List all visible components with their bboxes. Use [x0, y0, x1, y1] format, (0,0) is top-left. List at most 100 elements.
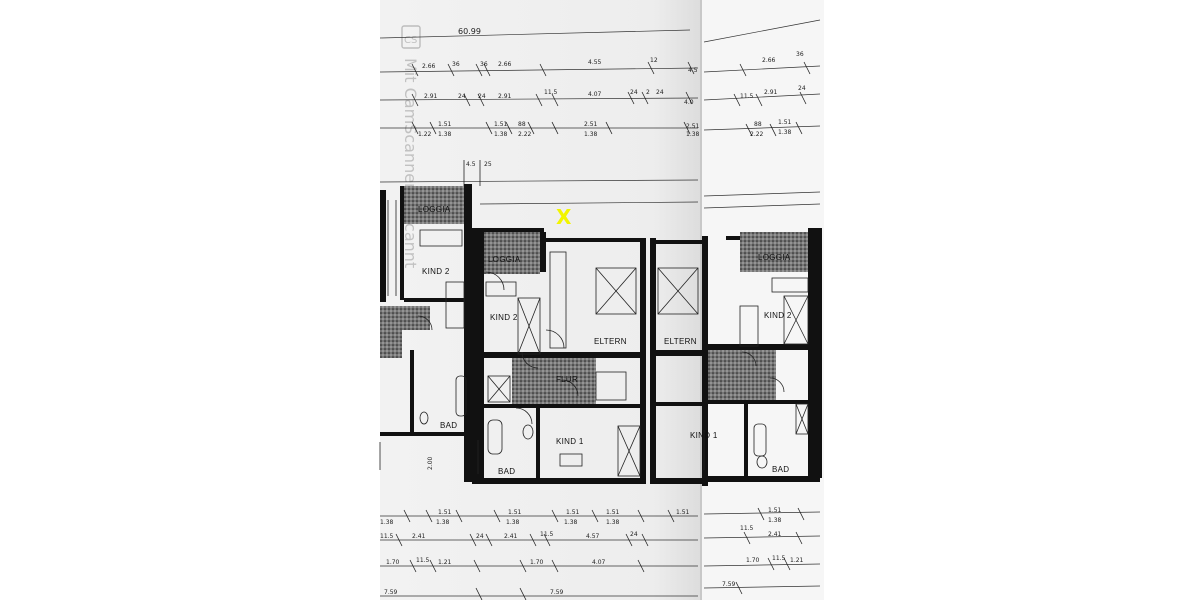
bathtub-right	[753, 423, 767, 457]
room-labels: LOGGIA LOGGIA LOGGIA KIND 2 KIND 2 KIND …	[418, 205, 792, 476]
dim-label: 2.91	[424, 93, 438, 100]
label-bad-left: BAD	[440, 421, 457, 430]
wall	[484, 478, 640, 484]
label-loggia-right: LOGGIA	[758, 253, 791, 262]
dim-label: 4.55	[588, 59, 602, 66]
dim-label: 11.5	[740, 93, 754, 100]
dim-label: 2.41	[412, 533, 426, 540]
dim-label: 2.66	[762, 57, 776, 64]
dim-label: 1.51	[778, 119, 792, 126]
dim-line-wall	[479, 201, 699, 205]
dim-label: 24	[630, 89, 638, 96]
dim-label: 1.22	[418, 131, 432, 138]
dim-label: 36	[480, 61, 488, 68]
dim-line-row1	[379, 67, 699, 73]
dim-label: 1.38	[686, 131, 700, 138]
door-swing	[485, 271, 505, 291]
dim-label: 1.51	[438, 121, 452, 128]
bathtub-left	[455, 375, 467, 417]
dim-label: 4.07	[592, 559, 606, 566]
dim-label: 2.91	[764, 89, 778, 96]
door-swing	[417, 315, 433, 331]
label-kind1-right: KIND 1	[690, 431, 718, 440]
wall	[380, 432, 464, 436]
dim-line-b1-right	[703, 511, 821, 515]
dim-label: 1.51	[768, 507, 782, 514]
dim-line-row4	[379, 179, 699, 183]
dim-label: 11.5	[540, 531, 554, 538]
dim-label: 1.51	[606, 509, 620, 516]
dim-label: 24	[458, 93, 466, 100]
loggia-center	[484, 232, 540, 274]
dim-label: 88	[754, 121, 762, 128]
dim-label: 1.38	[606, 519, 620, 526]
label-kind1-center: KIND 1	[556, 437, 584, 446]
dim-label: 1.21	[790, 557, 804, 564]
dim-label: 1.38	[778, 129, 792, 136]
bed	[419, 229, 463, 247]
dim-label: 2.51	[584, 121, 598, 128]
dim-label: 1.51	[566, 509, 580, 516]
dim-line-b2-right	[703, 535, 821, 539]
desk	[485, 281, 517, 297]
dim-label: 1.38	[494, 131, 508, 138]
interior-lines	[379, 200, 809, 477]
wall	[650, 238, 656, 484]
wall	[464, 184, 472, 482]
wall	[536, 408, 540, 478]
dim-label: 1.38	[438, 131, 452, 138]
loggia-right	[740, 232, 808, 272]
top-dimension-labels: 60.99 2.66 36 36 2.66 4.55 12 4.5 2.66 3…	[418, 27, 806, 168]
wall	[708, 476, 820, 482]
label-loggia-left: LOGGIA	[418, 205, 451, 214]
dim-label: 4.0	[684, 99, 694, 106]
wardrobe	[445, 281, 465, 329]
dim-label: 24	[798, 85, 806, 92]
dim-label: 24	[478, 93, 486, 100]
toilet-right	[756, 455, 768, 469]
wall	[546, 238, 642, 242]
dim-label: 4.57	[586, 533, 600, 540]
dim-label: 7.59	[550, 589, 564, 596]
floor-plan: LOGGIA LOGGIA LOGGIA KIND 2 KIND 2 KIND …	[379, 184, 822, 486]
wardrobe-right	[739, 305, 759, 347]
dim-left-vertical: 2.00	[427, 456, 434, 470]
dim-label: 11.5	[544, 89, 558, 96]
wall	[410, 350, 414, 434]
wall	[808, 228, 822, 478]
dim-label: 1.51	[676, 509, 690, 516]
dim-label: 2.66	[498, 61, 512, 68]
dim-label: 88	[518, 121, 526, 128]
watermark-badge: CS	[404, 35, 417, 46]
dim-label: 24	[476, 533, 484, 540]
yellow-x-marker: X	[556, 205, 572, 229]
hatched-zones	[380, 186, 808, 404]
dim-label: 1.38	[380, 519, 394, 526]
wardrobe-eltern	[549, 251, 567, 349]
door-swing	[545, 329, 565, 349]
wall	[640, 238, 646, 484]
dim-label: 11.5	[416, 557, 430, 564]
dim-line-b4-right	[703, 585, 821, 589]
wall	[380, 190, 386, 302]
dim-label: 36	[452, 61, 460, 68]
dim-label: 1.51	[438, 509, 452, 516]
dim-label: 2.41	[768, 531, 782, 538]
wall	[656, 350, 702, 356]
dim-label: 7.59	[384, 589, 398, 596]
wall	[726, 236, 740, 240]
dim-label: 1.70	[530, 559, 544, 566]
wall	[744, 404, 748, 476]
dim-label: 2.91	[498, 93, 512, 100]
dim-line-wall-right	[703, 203, 821, 209]
wall	[656, 240, 704, 244]
dim-total: 60.99	[458, 27, 481, 36]
door-swing	[769, 377, 785, 393]
wall	[484, 404, 640, 408]
dim-label: 1.38	[564, 519, 578, 526]
dim-label: 1.21	[438, 559, 452, 566]
dim-label: 1.51	[508, 509, 522, 516]
door-swing	[561, 379, 579, 397]
flur-left	[380, 306, 402, 358]
